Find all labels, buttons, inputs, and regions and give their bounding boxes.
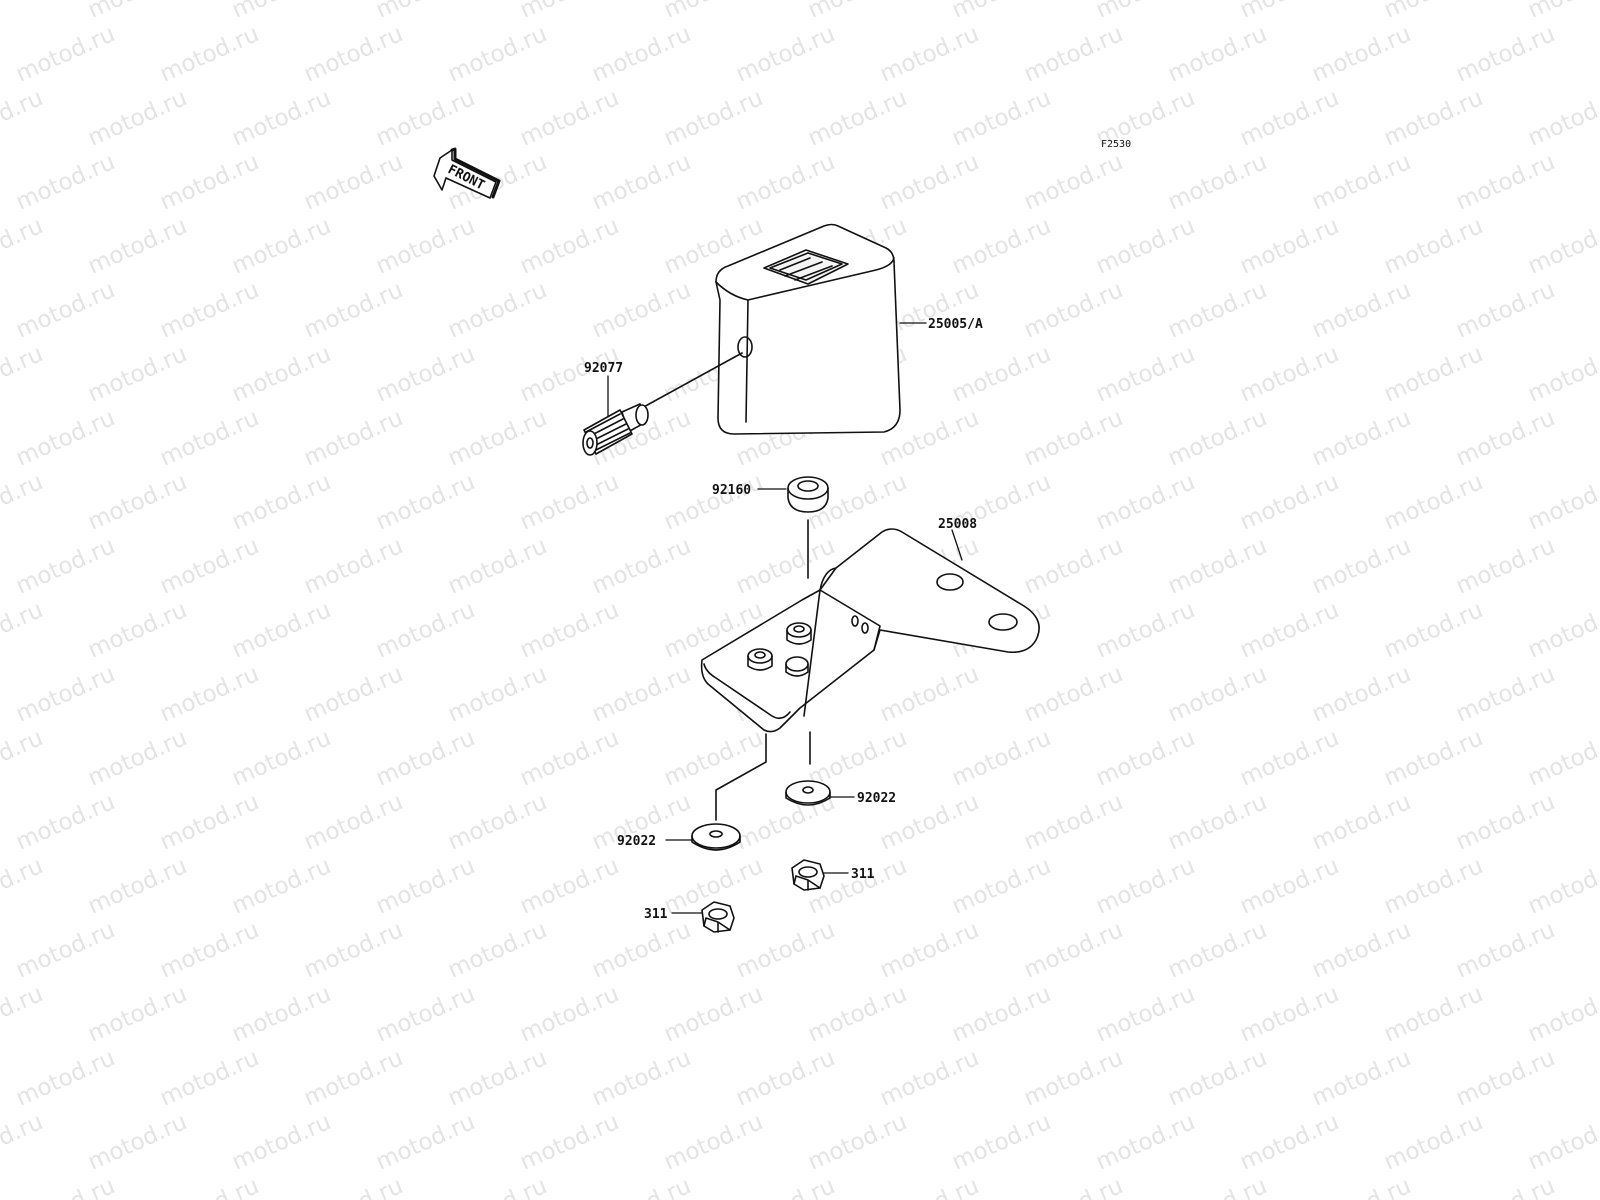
part-label-92160[interactable]: 92160 xyxy=(712,483,751,498)
meter-case-part[interactable] xyxy=(715,223,901,435)
nut-left-part[interactable] xyxy=(701,901,735,933)
washer-right-part[interactable] xyxy=(785,780,831,806)
bracket-rubber-mount-lower xyxy=(747,648,773,671)
bracket-part[interactable] xyxy=(700,528,1040,821)
figure-code: F2530 xyxy=(1101,139,1131,150)
part-label-25005a[interactable]: 25005/A xyxy=(928,317,983,332)
part-label-92022-right[interactable]: 92022 xyxy=(857,791,896,806)
leader-lines xyxy=(607,322,963,914)
part-label-311-left[interactable]: 311 xyxy=(644,907,668,922)
damper-top-part[interactable] xyxy=(787,476,829,579)
bracket-rubber-mount-rear xyxy=(785,656,809,677)
bracket-rubber-mount-upper xyxy=(786,622,812,645)
drive-gear-part[interactable] xyxy=(582,352,743,456)
part-label-92077[interactable]: 92077 xyxy=(584,361,623,376)
nut-right-part[interactable] xyxy=(791,859,825,891)
part-label-92022-left[interactable]: 92022 xyxy=(617,834,656,849)
front-direction-arrow-icon: FRONT xyxy=(433,147,501,199)
part-label-25008[interactable]: 25008 xyxy=(938,517,977,532)
washer-left-part[interactable] xyxy=(691,823,741,851)
part-label-311-right[interactable]: 311 xyxy=(851,867,875,882)
